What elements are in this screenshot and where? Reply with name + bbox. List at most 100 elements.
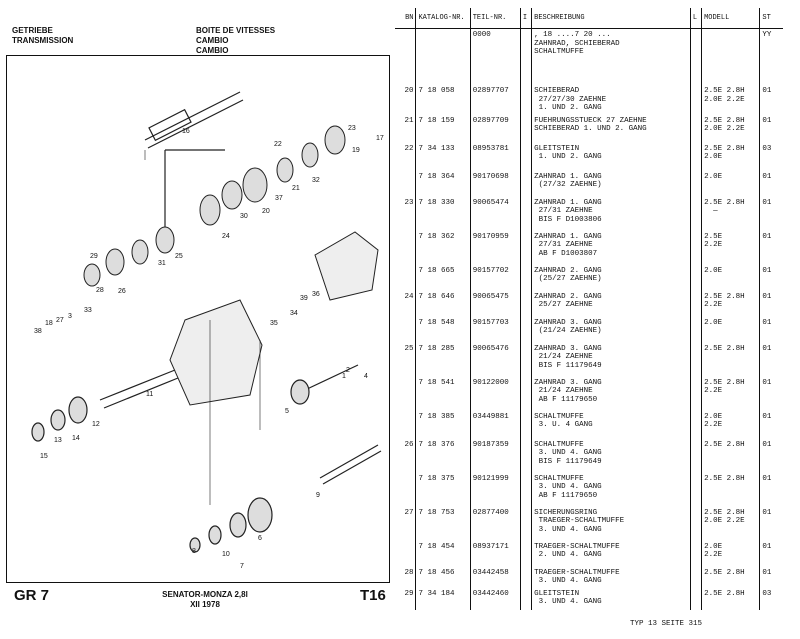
cell-teil: 03442458 bbox=[470, 566, 521, 588]
col-header-modell: MODELL bbox=[701, 8, 761, 29]
svg-text:18: 18 bbox=[45, 320, 53, 327]
cell-bn bbox=[395, 170, 417, 197]
cell-desc: TRAEGER-SCHALTMUFFE 3. UND 4. GANG bbox=[531, 566, 691, 588]
cell-desc: , 18 ....7 20 ... ZAHNRAD, SCHIEBERAD SC… bbox=[531, 28, 691, 85]
cell-blank bbox=[520, 28, 533, 85]
cell-st: 01 bbox=[762, 266, 772, 275]
cell-st: 01 bbox=[762, 318, 772, 327]
cell-st: 01 bbox=[762, 474, 772, 483]
cell-bn: 25 bbox=[395, 342, 417, 377]
cell-st: 01 bbox=[762, 344, 772, 353]
cell-kat: 7 18 753 bbox=[415, 506, 471, 541]
cell-teil: 08953781 bbox=[470, 142, 521, 171]
cell-kat: 7 18 646 bbox=[415, 290, 471, 317]
header-de-title: GETRIEBE bbox=[12, 26, 53, 35]
cell-blank bbox=[690, 587, 703, 610]
countershaft-drawing bbox=[189, 364, 382, 553]
cell-blank bbox=[520, 290, 533, 317]
cell-mod: 2.5E 2.8H 2.2E bbox=[701, 376, 761, 411]
cell-blank bbox=[520, 376, 533, 411]
cell-st: 01 bbox=[762, 440, 772, 449]
cell-teil: 90157702 bbox=[470, 264, 521, 291]
cell-st: 01 bbox=[762, 292, 772, 301]
cell-desc: ZAHNRAD 2. GANG (25/27 ZAEHNE) bbox=[531, 264, 691, 291]
svg-text:6: 6 bbox=[258, 535, 262, 542]
cell-bn: 24 bbox=[395, 290, 417, 317]
header-it-title: CAMBIO bbox=[196, 46, 229, 55]
cell-st: 01 bbox=[762, 568, 772, 577]
cell-st: 03 bbox=[762, 589, 772, 598]
parts-list-panel: BN KATALOG-NR. TEIL-NR. I BESCHREIBUNG L… bbox=[395, 8, 795, 628]
cell-desc: ZAHNRAD 1. GANG (27/32 ZAEHNE) bbox=[531, 170, 691, 197]
cell-mod: 2.0E bbox=[701, 316, 761, 343]
cell-kat: 7 18 454 bbox=[415, 540, 471, 567]
cell-desc: ZAHNRAD 1. GANG 27/31 ZAEHNE BIS F D1003… bbox=[531, 196, 691, 231]
cell-mod: 2.0E 2.2E bbox=[701, 410, 761, 439]
svg-text:24: 24 bbox=[222, 233, 230, 240]
parts-table-body: 0000, 18 ....7 20 ... ZAHNRAD, SCHIEBERA… bbox=[395, 28, 783, 610]
svg-text:19: 19 bbox=[352, 147, 360, 154]
cell-bn bbox=[395, 540, 417, 567]
cell-blank bbox=[690, 438, 703, 473]
svg-text:35: 35 bbox=[270, 320, 278, 327]
cell-bn bbox=[395, 376, 417, 411]
cell-teil: 02897709 bbox=[470, 114, 521, 143]
cell-teil: 03449881 bbox=[470, 410, 521, 439]
gearbox-housing bbox=[169, 231, 379, 406]
cell-teil: 90065474 bbox=[470, 196, 521, 231]
cell-teil: 08937171 bbox=[470, 540, 521, 567]
cell-blank bbox=[690, 566, 703, 588]
cell-teil: 90121999 bbox=[470, 472, 521, 507]
cell-mod: 2.5E 2.8H bbox=[701, 587, 761, 610]
col-header-katalog: KATALOG-NR. bbox=[415, 8, 471, 29]
diagram-callout-labels: 16 22 23 19 17 21 32 20 37 30 24 29 31 2… bbox=[34, 125, 384, 570]
svg-text:9: 9 bbox=[316, 492, 320, 499]
col-header-bn: BN bbox=[395, 8, 417, 29]
svg-text:4: 4 bbox=[364, 373, 368, 380]
col-header-i: I bbox=[520, 8, 533, 29]
cell-blank bbox=[690, 114, 703, 143]
cell-st: 01 bbox=[762, 232, 772, 241]
cell-desc: ZAHNRAD 3. GANG 21/24 ZAEHNE BIS F 11179… bbox=[531, 342, 691, 377]
cell-st: 01 bbox=[762, 172, 772, 181]
col-header-teil: TEIL-NR. bbox=[470, 8, 521, 29]
svg-text:33: 33 bbox=[84, 307, 92, 314]
cell-teil: 02897707 bbox=[470, 85, 521, 115]
cell-bn bbox=[395, 410, 417, 439]
svg-text:31: 31 bbox=[158, 260, 166, 267]
upper-gear-cluster bbox=[83, 125, 346, 287]
cell-blank bbox=[520, 540, 533, 567]
svg-text:34: 34 bbox=[290, 310, 298, 317]
cell-bn bbox=[395, 472, 417, 507]
cell-desc: GLEITSTEIN 3. UND 4. GANG bbox=[531, 587, 691, 610]
table-row: 0000, 18 ....7 20 ... ZAHNRAD, SCHIEBERA… bbox=[395, 28, 783, 85]
cell-blank bbox=[520, 316, 533, 343]
svg-text:15: 15 bbox=[40, 453, 48, 460]
cell-bn bbox=[395, 316, 417, 343]
cell-mod: 2.0E bbox=[701, 170, 761, 197]
cell-kat: 7 18 541 bbox=[415, 376, 471, 411]
cell-kat: 7 18 058 bbox=[415, 85, 471, 115]
cell-st: 01 bbox=[762, 87, 772, 95]
cell-blank bbox=[690, 376, 703, 411]
cell-desc: SCHALTMUFFE 3. UND 4. GANG BIS F 1117964… bbox=[531, 438, 691, 473]
catalog-date: XII 1978 bbox=[190, 600, 220, 609]
header-en-title: TRANSMISSION bbox=[12, 36, 74, 45]
cell-blank bbox=[520, 264, 533, 291]
cell-bn bbox=[395, 230, 417, 265]
diagram-frame bbox=[6, 55, 390, 583]
header-es-title: CAMBIO bbox=[196, 36, 229, 45]
cell-mod: 2.5E 2.8H — bbox=[701, 196, 761, 231]
